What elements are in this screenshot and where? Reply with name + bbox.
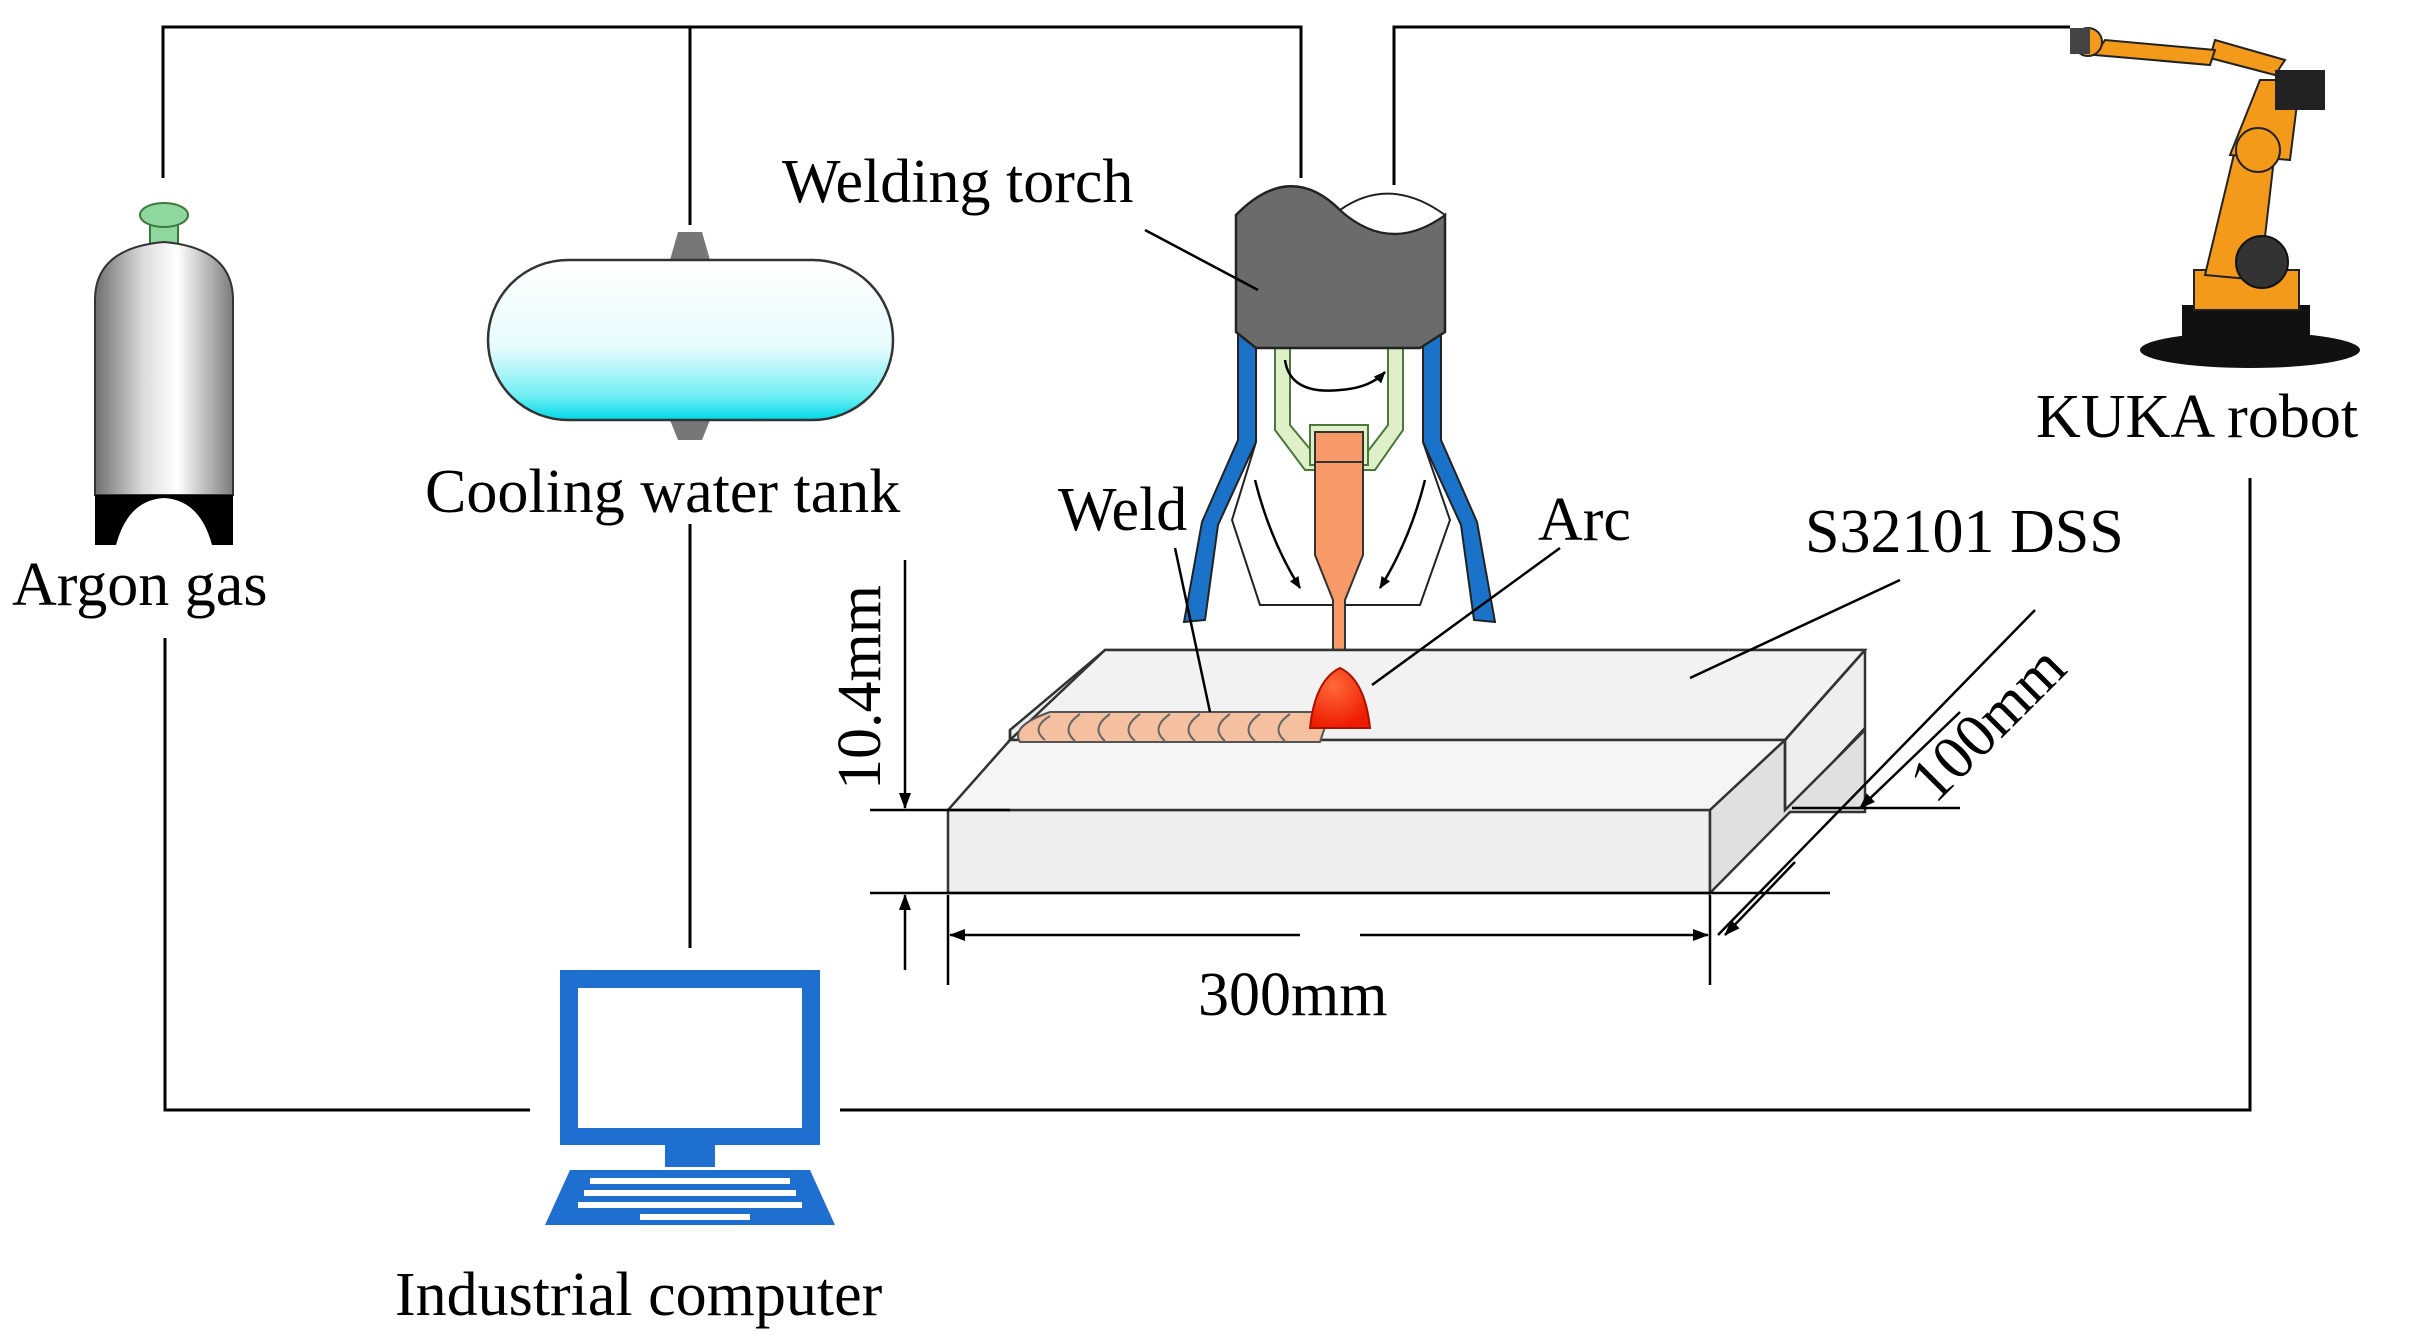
connection-wires [161, 25, 2252, 1112]
argon-gas-cylinder [94, 202, 234, 545]
arc-leader-line [1371, 546, 1561, 687]
thickness-dimension-label: 10.4mm [826, 585, 894, 790]
width-dimension [1717, 609, 2036, 936]
argon-gas-label: Argon gas [12, 551, 267, 619]
weld-label: Weld [1058, 476, 1187, 544]
welding-torch-label: Welding torch [782, 148, 1133, 216]
thickness-dimension [870, 560, 1830, 970]
cooling-water-tank-label: Cooling water tank [425, 458, 900, 526]
arc-label: Arc [1538, 486, 1631, 554]
base-metal-label: S32101 DSS [1805, 498, 2124, 566]
kuka-robot [2070, 27, 2360, 368]
industrial-computer [545, 970, 835, 1225]
kuka-robot-label: KUKA robot [2036, 383, 2358, 451]
length-dimension-label: 300mm [1198, 961, 1387, 1029]
workpiece-plate [945, 648, 1868, 897]
cooling-water-tank [486, 232, 895, 440]
welding-arc [1308, 666, 1372, 729]
industrial-computer-label: Industrial computer [395, 1261, 883, 1329]
base-metal-leader-line [1689, 578, 1901, 680]
length-dimension [946, 895, 1712, 985]
weld-bead [1017, 711, 1332, 743]
weld-leader-line [1173, 547, 1212, 713]
welding-torch [1182, 185, 1497, 651]
torch-leader-line [1144, 228, 1259, 292]
